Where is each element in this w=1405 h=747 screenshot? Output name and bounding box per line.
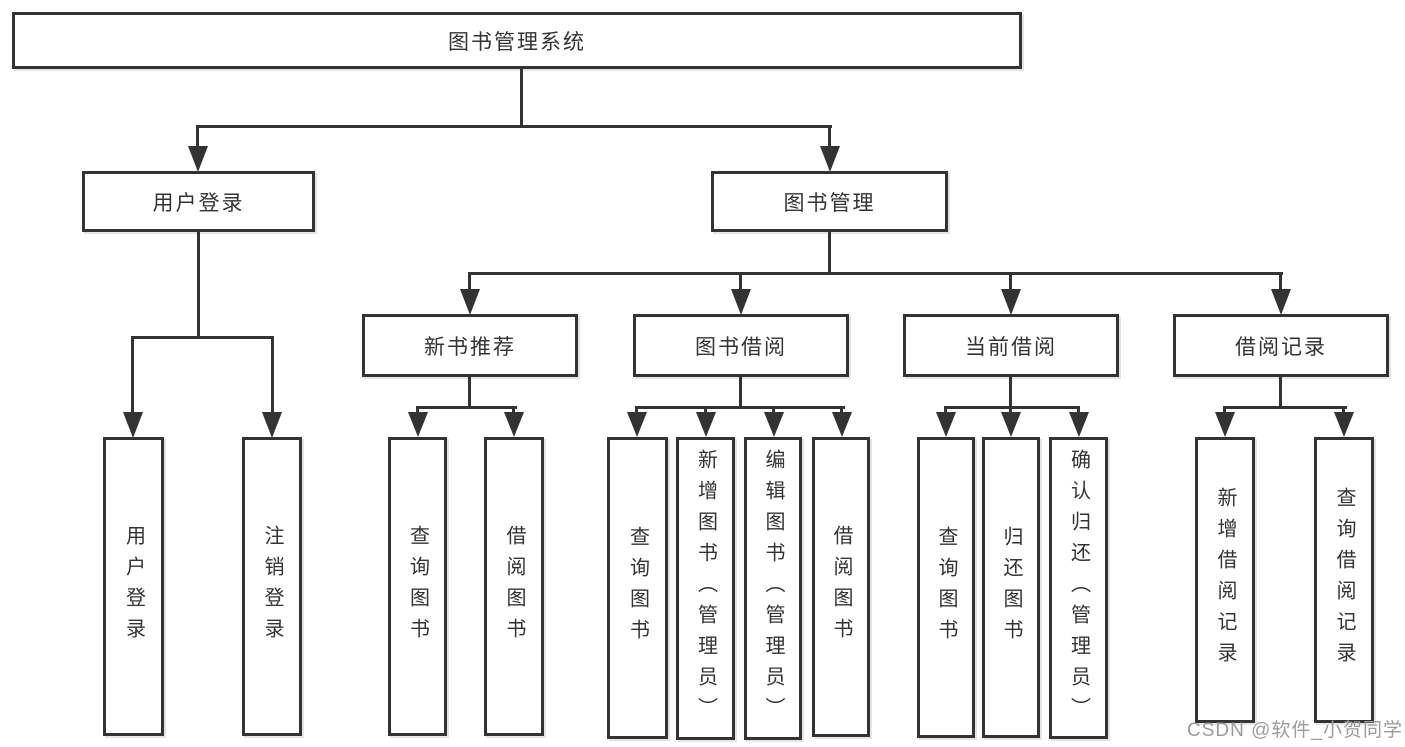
connector-line bbox=[704, 406, 707, 416]
node-label: 查询图书 bbox=[626, 526, 649, 650]
node-label: 新书推荐 bbox=[424, 335, 516, 359]
connector-line bbox=[196, 125, 199, 153]
node-label: 图书管理系统 bbox=[448, 30, 586, 54]
connector-line bbox=[635, 406, 638, 416]
node-label: 用户登录 bbox=[122, 524, 145, 649]
connector-line bbox=[1009, 406, 1012, 416]
arrow-down-icon bbox=[696, 412, 716, 437]
node-label: 借阅记录 bbox=[1235, 335, 1327, 359]
node-book-borrow: 图书借阅 bbox=[633, 314, 849, 377]
connector-line bbox=[131, 336, 134, 416]
node-library-management-system: 图书管理系统 bbox=[12, 12, 1022, 69]
connector-line bbox=[840, 406, 843, 416]
node-book-management: 图书管理 bbox=[711, 171, 948, 232]
arrow-down-icon bbox=[460, 289, 480, 315]
arrow-down-icon bbox=[1334, 412, 1354, 437]
node-leaf-add-books-admin: 新增图书（管理员） bbox=[676, 437, 735, 740]
node-label: 借阅图书 bbox=[503, 524, 525, 649]
csdn-watermark: CSDN @软件_小贺同学 bbox=[1187, 720, 1403, 741]
node-label: 查询借阅记录 bbox=[1333, 487, 1355, 673]
node-leaf-query-books: 查询图书 bbox=[917, 437, 975, 738]
node-label: 编辑图书（管理员） bbox=[762, 449, 784, 728]
connector-line bbox=[197, 232, 200, 338]
arrow-down-icon bbox=[1001, 412, 1021, 437]
connector-line bbox=[512, 406, 515, 416]
arrow-down-icon bbox=[1069, 412, 1089, 437]
connector-line bbox=[1279, 377, 1282, 409]
arrow-down-icon bbox=[1001, 289, 1021, 315]
connector-line bbox=[416, 406, 517, 409]
connector-line bbox=[944, 406, 947, 416]
node-current-borrow: 当前借阅 bbox=[903, 314, 1119, 377]
connector-line bbox=[635, 406, 845, 409]
node-label: 注销登录 bbox=[261, 524, 283, 649]
connector-line bbox=[468, 272, 471, 294]
node-leaf-query-books: 查询图书 bbox=[607, 437, 668, 739]
node-borrow-record: 借阅记录 bbox=[1173, 314, 1389, 377]
arrow-down-icon bbox=[1215, 412, 1235, 437]
node-leaf-add-borrow-record: 新增借阅记录 bbox=[1195, 437, 1255, 723]
connector-line bbox=[1279, 272, 1282, 294]
arrow-down-icon bbox=[820, 146, 840, 172]
node-new-book-recommend: 新书推荐 bbox=[362, 314, 578, 377]
arrow-down-icon bbox=[188, 146, 208, 172]
node-leaf-query-books: 查询图书 bbox=[388, 437, 447, 736]
connector-line bbox=[520, 68, 523, 126]
arrow-down-icon bbox=[627, 412, 647, 437]
connector-line bbox=[1223, 406, 1226, 416]
node-leaf-borrow-books: 借阅图书 bbox=[484, 437, 544, 736]
connector-line bbox=[1009, 377, 1012, 409]
arrow-down-icon bbox=[832, 412, 852, 437]
connector-line bbox=[1077, 406, 1080, 416]
arrow-down-icon bbox=[262, 412, 282, 438]
connector-line bbox=[416, 406, 419, 416]
node-label: 查询图书 bbox=[935, 525, 957, 650]
connector-line bbox=[1009, 272, 1012, 294]
connector-line bbox=[271, 336, 274, 416]
connector-line bbox=[468, 272, 1283, 275]
node-leaf-edit-books-admin: 编辑图书（管理员） bbox=[744, 437, 802, 740]
connector-line bbox=[131, 336, 274, 339]
node-leaf-logout: 注销登录 bbox=[242, 437, 302, 736]
node-leaf-user-login: 用户登录 bbox=[103, 437, 164, 736]
arrow-down-icon bbox=[408, 412, 428, 437]
arrow-down-icon bbox=[1271, 289, 1291, 315]
connector-line bbox=[739, 377, 742, 409]
arrow-down-icon bbox=[123, 412, 143, 438]
node-leaf-return-books: 归还图书 bbox=[982, 437, 1040, 738]
connector-line bbox=[1223, 406, 1347, 409]
node-leaf-confirm-return-admin: 确认归还（管理员） bbox=[1049, 437, 1108, 739]
node-leaf-borrow-books: 借阅图书 bbox=[812, 437, 870, 737]
node-label: 确认归还（管理员） bbox=[1067, 448, 1090, 728]
node-label: 新增图书（管理员） bbox=[694, 449, 717, 728]
connector-line bbox=[828, 125, 831, 153]
arrow-down-icon bbox=[504, 412, 524, 437]
connector-line bbox=[196, 125, 832, 128]
connector-line bbox=[944, 406, 1080, 409]
node-label: 查询图书 bbox=[406, 524, 429, 649]
arrow-down-icon bbox=[936, 412, 956, 437]
node-label: 借阅图书 bbox=[830, 525, 852, 649]
connector-line bbox=[828, 232, 831, 274]
connector-line bbox=[1342, 406, 1345, 416]
node-label: 图书借阅 bbox=[695, 335, 787, 359]
connector-line bbox=[468, 377, 471, 409]
node-label: 当前借阅 bbox=[965, 335, 1057, 359]
connector-line bbox=[739, 272, 742, 294]
node-user-login: 用户登录 bbox=[82, 171, 315, 232]
node-label: 新增借阅记录 bbox=[1214, 487, 1236, 673]
connector-line bbox=[772, 406, 775, 416]
node-label: 图书管理 bbox=[783, 191, 876, 215]
arrow-down-icon bbox=[764, 412, 784, 437]
node-label: 归还图书 bbox=[1000, 525, 1022, 650]
node-leaf-query-borrow-record: 查询借阅记录 bbox=[1314, 437, 1374, 723]
arrow-down-icon bbox=[731, 289, 751, 315]
node-label: 用户登录 bbox=[152, 191, 245, 215]
